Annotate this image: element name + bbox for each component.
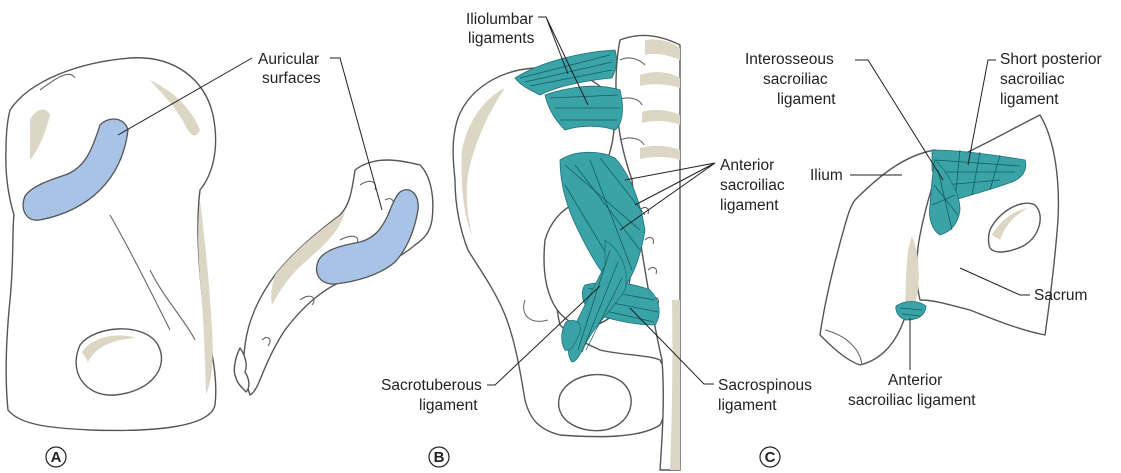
label-sacrospinous-1: Sacrospinous xyxy=(718,377,812,394)
label-iliolumbar-1: Iliolumbar xyxy=(466,11,533,28)
svg-text:B: B xyxy=(434,449,445,466)
label-interosseous-2: sacroiliac xyxy=(763,71,828,88)
label-interosseous-1: Interosseous xyxy=(745,51,834,68)
panel-c xyxy=(820,115,1058,365)
label-short-post-2: sacroiliac xyxy=(1000,71,1065,88)
panel-a xyxy=(6,58,216,431)
svg-text:A: A xyxy=(51,449,62,466)
panel-b xyxy=(453,35,680,470)
label-ant-b-3: ligament xyxy=(720,197,779,214)
label-ant-c-1: Anterior xyxy=(888,372,942,389)
label-sacrospinous-2: ligament xyxy=(718,397,777,414)
label-iliolumbar-2: ligaments xyxy=(468,30,535,47)
label-short-post-1: Short posterior xyxy=(1000,51,1102,68)
label-auricular-1: Auricular xyxy=(258,51,319,68)
anterior-sacroiliac-ligament-c xyxy=(896,302,926,321)
svg-text:C: C xyxy=(765,449,776,466)
label-short-post-3: ligament xyxy=(1000,91,1059,108)
obturator-foramen-b xyxy=(559,375,632,431)
label-ant-c-2: sacroiliac ligament xyxy=(848,392,976,409)
label-sacrum: Sacrum xyxy=(1034,287,1087,304)
panel-letter-b: B xyxy=(429,447,449,467)
panel-letter-a: A xyxy=(46,447,66,467)
label-ant-b-2: sacroiliac xyxy=(720,177,785,194)
label-ant-b-1: Anterior xyxy=(720,157,774,174)
label-sacrotuberous-1: Sacrotuberous xyxy=(381,377,482,394)
label-sacrotuberous-2: ligament xyxy=(419,397,478,414)
label-interosseous-3: ligament xyxy=(777,91,836,108)
label-ilium: Ilium xyxy=(810,167,843,184)
sacrum-a xyxy=(234,160,433,395)
label-auricular-2: surfaces xyxy=(262,70,321,87)
panel-letter-c: C xyxy=(760,447,780,467)
